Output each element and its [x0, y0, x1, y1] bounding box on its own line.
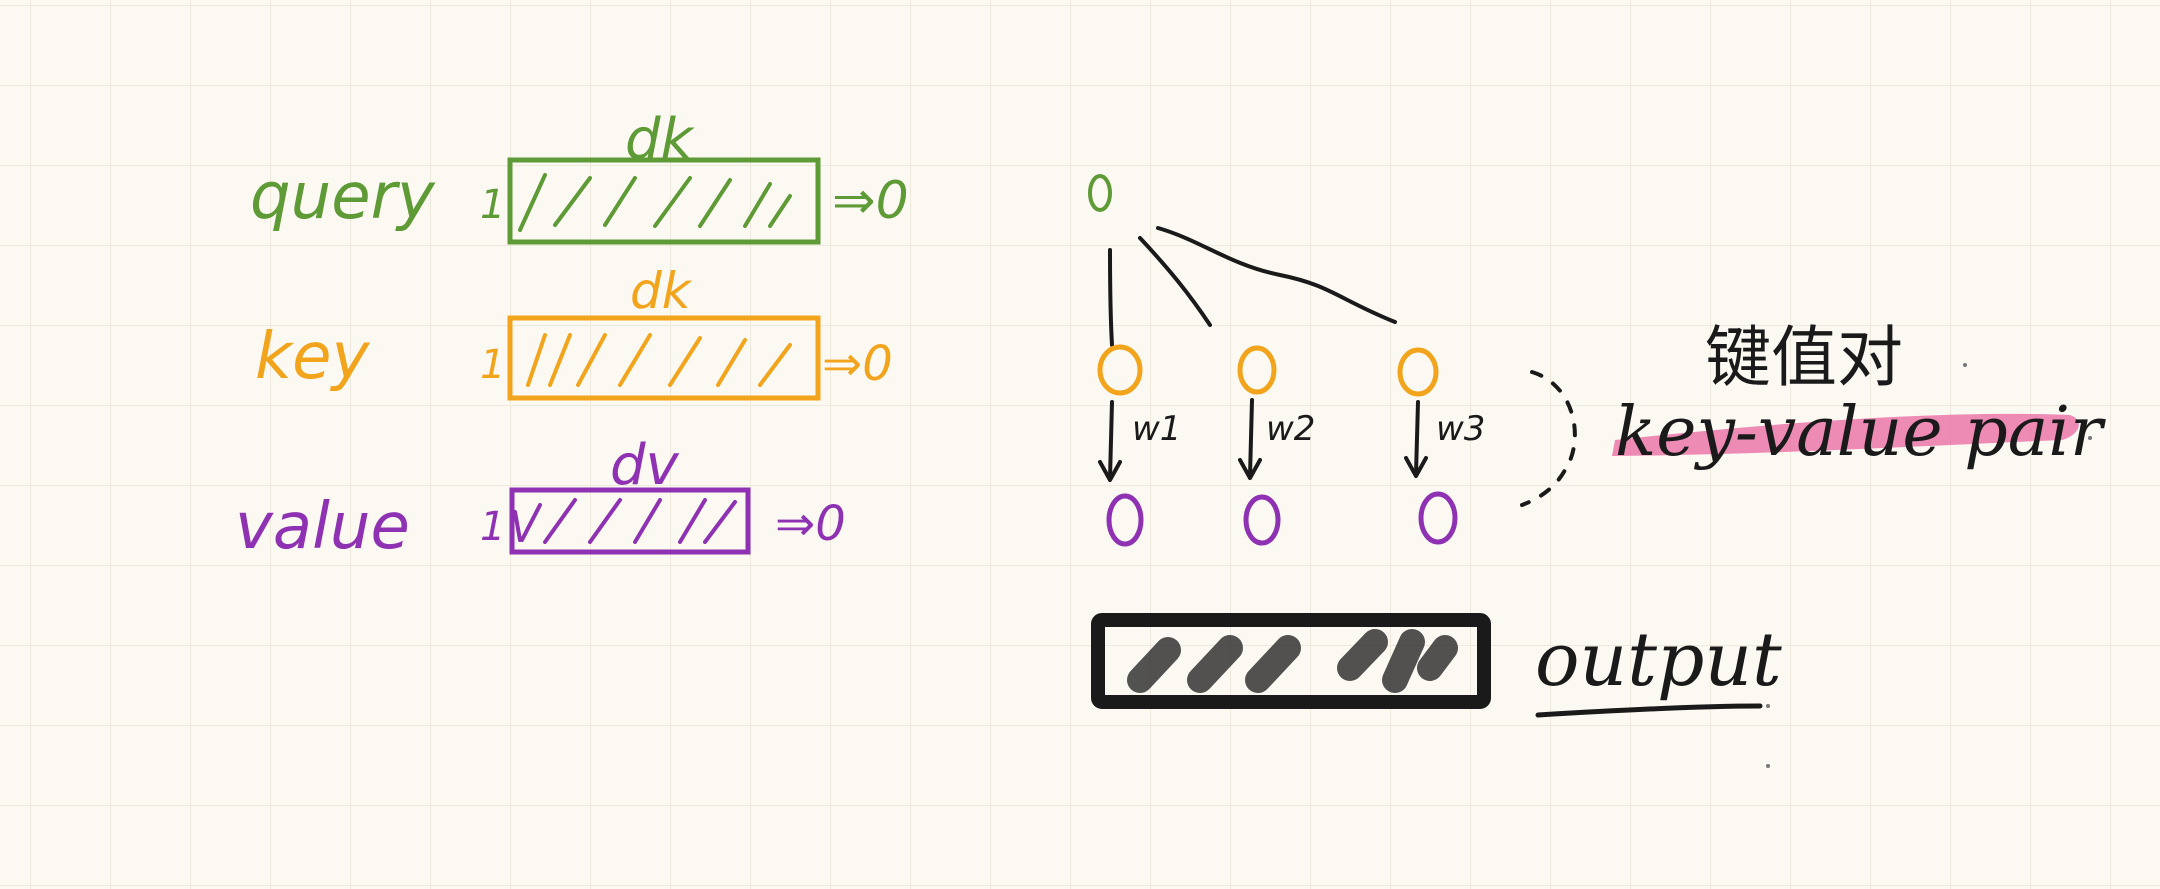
- key-node-2: [1237, 345, 1277, 395]
- kv-annotation-zh: 键值对: [1705, 319, 1903, 396]
- kv-annotation: 键值对 key-value pair: [1612, 319, 2106, 472]
- query-node: [1088, 174, 1112, 212]
- stray-dot-1: [1963, 363, 1967, 367]
- key-hatching: [526, 333, 792, 387]
- output-label-group: output: [1535, 617, 1782, 718]
- query-group: query 1 dk ⇒0: [250, 107, 909, 245]
- key-dim-label: dk: [630, 262, 693, 320]
- key-vector-box: [507, 315, 821, 401]
- query-to-key-lines: [1108, 226, 1397, 347]
- weight-label-2: w2: [1266, 409, 1315, 449]
- key-arrow-zero: ⇒0: [822, 336, 893, 392]
- output-vector: [1091, 613, 1491, 709]
- value-nodes: [1106, 491, 1458, 547]
- query-vector-box: [507, 157, 821, 245]
- stray-dot-2: [2088, 436, 2092, 440]
- stray-dot-3: [1766, 704, 1770, 708]
- pair-bracket: [1520, 370, 1577, 507]
- value-arrow-zero: ⇒0: [775, 496, 846, 552]
- kv-annotation-en: key-value pair: [1615, 393, 2106, 472]
- value-vector-box: [509, 487, 751, 555]
- key-group: key 1 dk ⇒0: [255, 262, 893, 401]
- key-row-count: 1: [480, 342, 505, 388]
- query-row-count: 1: [480, 182, 505, 228]
- key-node-1: [1097, 344, 1143, 396]
- value-node-2: [1243, 494, 1281, 546]
- key-node-3: [1397, 347, 1439, 397]
- value-group: value 1 dv ⇒0: [235, 433, 846, 564]
- stray-dot-4: [1766, 764, 1770, 768]
- kv-highlight-stroke: [1612, 413, 2079, 456]
- weight-label-3: w3: [1436, 409, 1485, 449]
- query-arrow-zero: ⇒0: [832, 171, 909, 231]
- value-dim-label: dv: [610, 433, 680, 498]
- key-label: key: [255, 320, 370, 394]
- value-hatching: [513, 498, 737, 544]
- output-underline: [1535, 703, 1763, 718]
- weight-arrows: [1098, 398, 1428, 482]
- query-hatching: [518, 173, 792, 232]
- value-node-1: [1106, 493, 1144, 547]
- output-vector-box: [1091, 613, 1491, 709]
- weight-label-1: w1: [1132, 409, 1181, 449]
- key-nodes: [1097, 344, 1439, 397]
- value-row-count: 1: [480, 504, 505, 550]
- value-label: value: [235, 490, 410, 564]
- output-hatching: [1127, 629, 1458, 693]
- output-label: output: [1535, 617, 1782, 703]
- query-label: query: [250, 160, 436, 234]
- value-node-3: [1418, 491, 1458, 545]
